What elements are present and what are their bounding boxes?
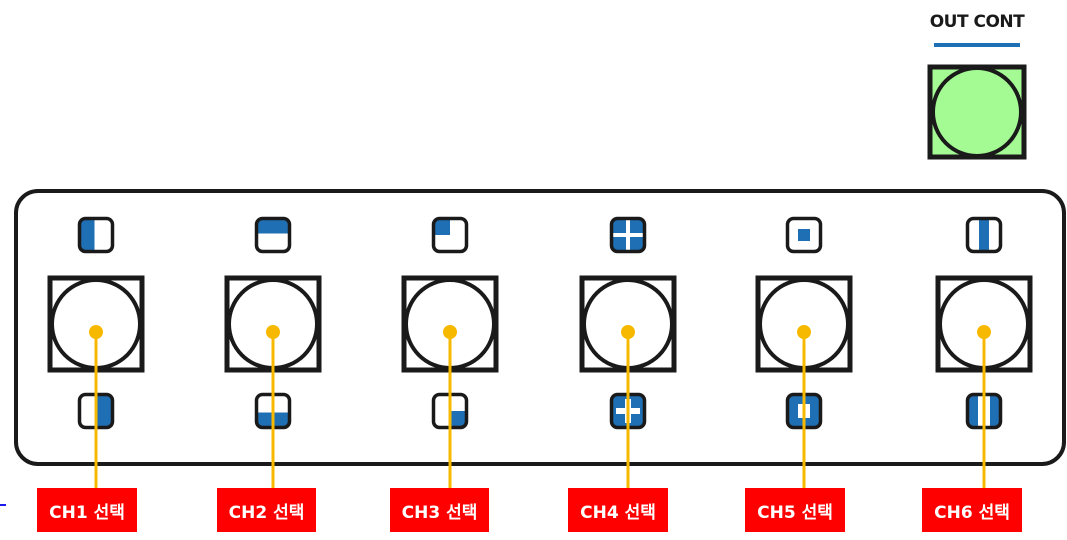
ch1-select-label: CH1 선택 xyxy=(37,488,137,532)
ch3-pointer-dot xyxy=(443,325,457,339)
ch6-select-button[interactable] xyxy=(935,275,1033,373)
ch5-select-label: CH5 선택 xyxy=(745,488,845,532)
ch5-center-square-indicator-icon xyxy=(785,216,823,254)
ch1-split-left-indicator-icon xyxy=(77,216,115,254)
ch2-split-top-indicator-icon xyxy=(254,216,292,254)
ch2-pointer-dot xyxy=(266,325,280,339)
ch5-pointer-dot xyxy=(797,325,811,339)
ch4-select-label: CH4 선택 xyxy=(568,488,668,532)
ch6-center-bar-indicator-icon xyxy=(965,216,1003,254)
ch4-quad-cross-indicator-icon xyxy=(609,216,647,254)
ch6-pointer-dot xyxy=(977,325,991,339)
ch1-pointer-dot xyxy=(89,325,103,339)
ch2-select-label: CH2 선택 xyxy=(217,488,316,532)
out-cont-button[interactable] xyxy=(927,64,1027,160)
ch3-pip-top-left-indicator-icon xyxy=(431,216,469,254)
ch3-select-label: CH3 선택 xyxy=(390,488,489,532)
out-cont-title: OUT CONT xyxy=(929,12,1025,32)
channel-panel xyxy=(14,189,1066,466)
ch6-select-label: CH6 선택 xyxy=(922,488,1022,532)
edge-link-fragment[interactable] xyxy=(0,478,6,506)
ch4-pointer-dot xyxy=(621,325,635,339)
